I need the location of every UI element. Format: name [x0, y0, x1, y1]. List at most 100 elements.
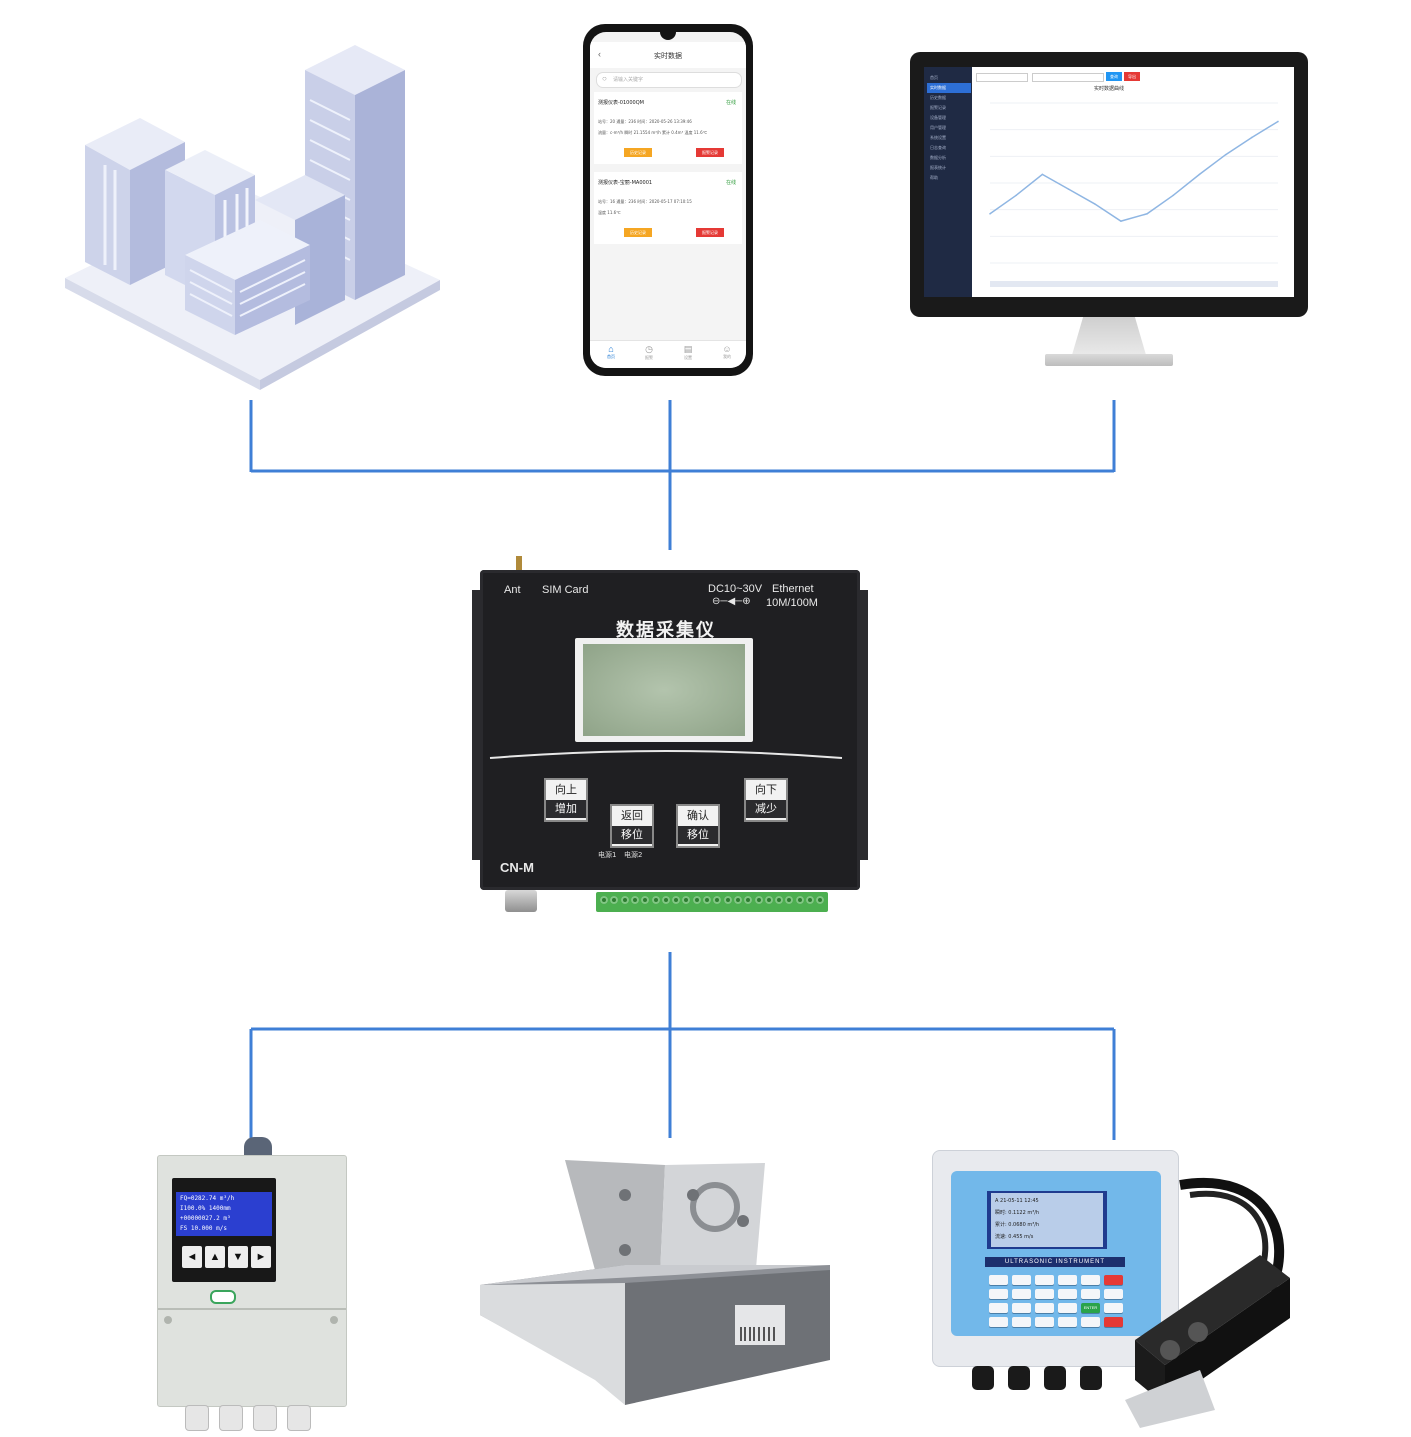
- keypad-key[interactable]: [1035, 1317, 1054, 1327]
- tab-settings[interactable]: ▤ 设置: [673, 344, 703, 361]
- keypad-key[interactable]: [1012, 1317, 1031, 1327]
- flowmeter-key-right[interactable]: ►: [251, 1246, 271, 1268]
- flowmeter-key-left[interactable]: ◄: [182, 1246, 202, 1268]
- keypad-key[interactable]: [1035, 1289, 1054, 1299]
- card2-line1: 站号：16 通量：236 时间：2020-05-17 07:10:15: [598, 199, 692, 204]
- date-end-input[interactable]: [1032, 73, 1104, 82]
- keypad-key[interactable]: [989, 1289, 1008, 1299]
- back-arrow-icon[interactable]: ‹: [598, 49, 601, 59]
- phone-search-placeholder: 请输入关键字: [613, 77, 644, 83]
- monitor-toolbar: 查询 导出: [976, 71, 1290, 83]
- keypad-key[interactable]: [1035, 1275, 1054, 1285]
- up-button-top-label: 向上: [555, 783, 577, 796]
- sidebar-menu-item[interactable]: 日志查询: [930, 145, 946, 150]
- sidebar-menu-item[interactable]: 实时数据: [927, 83, 971, 93]
- sidebar-menu-item[interactable]: 历史数据: [930, 95, 946, 100]
- tab-home[interactable]: ⌂ 首页: [596, 344, 626, 360]
- keypad-key[interactable]: [1081, 1275, 1100, 1285]
- chart-zoom-slider[interactable]: [990, 281, 1278, 287]
- ultrasonic-lcd: A 21-05-11 12:45 瞬时: 0.1122 m³/h 累计: 0.0…: [987, 1191, 1107, 1249]
- label-ethernet: Ethernet: [772, 583, 814, 595]
- keypad-key[interactable]: [1035, 1303, 1054, 1313]
- keypad-key[interactable]: [1058, 1275, 1077, 1285]
- flowmeter-key-down[interactable]: ▼: [228, 1246, 248, 1268]
- case-screw: [330, 1316, 338, 1324]
- sidebar-menu-item[interactable]: 数据分析: [930, 155, 946, 160]
- chart-point: [1251, 136, 1253, 139]
- search-icon: ○: [602, 74, 607, 83]
- keypad-key[interactable]: [1012, 1289, 1031, 1299]
- keypad-key[interactable]: [989, 1275, 1008, 1285]
- keypad-key[interactable]: [1012, 1275, 1031, 1285]
- card2-alarm-button[interactable]: 报警记录: [696, 228, 724, 237]
- flowmeter: FQ=0282.74 m³/h I100.0% 1400mm +00000027…: [157, 1155, 347, 1407]
- terminal-screw: [703, 896, 711, 904]
- keypad-key[interactable]: [1104, 1289, 1123, 1299]
- down-button[interactable]: 向下 减少: [744, 778, 788, 822]
- sidebar-menu-item[interactable]: 首页: [930, 75, 938, 80]
- keypad-key[interactable]: [1058, 1303, 1077, 1313]
- phone-header: ‹ 实时数据: [590, 42, 746, 68]
- status-led: [210, 1290, 236, 1304]
- tab-profile[interactable]: ☺ 我的: [712, 344, 742, 360]
- back-button[interactable]: 返回 移位: [610, 804, 654, 848]
- terminal-screw: [744, 896, 753, 904]
- mount-bracket-left: [472, 590, 480, 860]
- terminal-screw: [816, 896, 825, 904]
- keypad-key[interactable]: [989, 1303, 1008, 1313]
- case-seam: [158, 1308, 346, 1310]
- phone-card-1[interactable]: 测报仪表-01000QM 在线 站号：20 通量：236 时间：2020-05-…: [594, 92, 742, 164]
- buildings-illustration: [65, 45, 440, 390]
- phone-card-2[interactable]: 测报仪表-宝丽-MA0001 在线 站号：16 通量：236 时间：2020-0…: [594, 172, 742, 244]
- up-button[interactable]: 向上 增加: [544, 778, 588, 822]
- terminal-screw: [754, 896, 763, 904]
- keypad-key[interactable]: [1104, 1275, 1123, 1285]
- terminal-screw: [641, 896, 650, 904]
- phone-screen: ‹ 实时数据 ○ 请输入关键字 测报仪表-01000QM 在线 站号：20 通量…: [590, 32, 746, 368]
- chart-point: [1172, 194, 1175, 197]
- query-button[interactable]: 查询: [1106, 72, 1122, 81]
- sidebar-menu-item[interactable]: 设备管理: [930, 115, 946, 120]
- keypad-key[interactable]: [1012, 1303, 1031, 1313]
- confirm-button[interactable]: 确认 移位: [676, 804, 720, 848]
- keypad-key[interactable]: [1104, 1303, 1123, 1313]
- monitor-screen: 首页实时数据历史数据报警记录设备管理用户管理系统设置日志查询数据分析报表统计帮助…: [924, 67, 1294, 297]
- keypad-key[interactable]: [1081, 1317, 1100, 1327]
- dc-polarity-icon: ⊖─◀─⊕: [712, 596, 751, 607]
- sidebar-menu-item[interactable]: 系统设置: [930, 135, 946, 140]
- card2-history-button[interactable]: 历史记录: [624, 228, 652, 237]
- sidebar-menu-item[interactable]: 用户管理: [930, 125, 946, 130]
- card1-title: 测报仪表-01000QM: [598, 100, 644, 106]
- keypad-key[interactable]: [1058, 1289, 1077, 1299]
- label-sim: SIM Card: [542, 584, 589, 596]
- label-power: DC10~30V: [708, 583, 763, 595]
- terminal-screw: [785, 896, 794, 904]
- tab-alarm[interactable]: ◷ 报警: [634, 344, 664, 361]
- phone-header-title: 实时数据: [654, 52, 682, 60]
- chart-series-line: [989, 120, 1279, 222]
- keypad-key[interactable]: [1081, 1289, 1100, 1299]
- keypad-key[interactable]: [989, 1317, 1008, 1327]
- sidebar-menu-item[interactable]: 报警记录: [930, 105, 946, 110]
- keypad-key[interactable]: [1058, 1317, 1077, 1327]
- card1-history-button[interactable]: 历史记录: [624, 148, 652, 157]
- date-start-input[interactable]: [976, 73, 1028, 82]
- collector-title: 数据采集仪: [616, 620, 716, 641]
- flowmeter-key-up[interactable]: ▲: [205, 1246, 225, 1268]
- sidebar-menu-item[interactable]: 报表统计: [930, 165, 946, 170]
- export-button[interactable]: 导出: [1124, 72, 1140, 81]
- sidebar-menu-item[interactable]: 帮助: [930, 175, 938, 180]
- keypad-key[interactable]: [1104, 1317, 1123, 1327]
- document-icon: ▤: [683, 344, 693, 354]
- card1-alarm-button[interactable]: 报警记录: [696, 148, 724, 157]
- ultrasonic-instrument: A 21-05-11 12:45 瞬时: 0.1122 m³/h 累计: 0.0…: [932, 1150, 1179, 1367]
- chart-point: [1093, 203, 1096, 205]
- down-button-top-label: 向下: [755, 783, 777, 796]
- top-connector: [249, 400, 1116, 550]
- clock-icon: ◷: [645, 344, 653, 354]
- phone-search-input[interactable]: ○ 请输入关键字: [596, 72, 742, 88]
- back-button-bottom-label: 移位: [612, 826, 652, 844]
- keypad-enter-key[interactable]: ENTER: [1081, 1303, 1100, 1313]
- terminal-screw: [661, 896, 670, 904]
